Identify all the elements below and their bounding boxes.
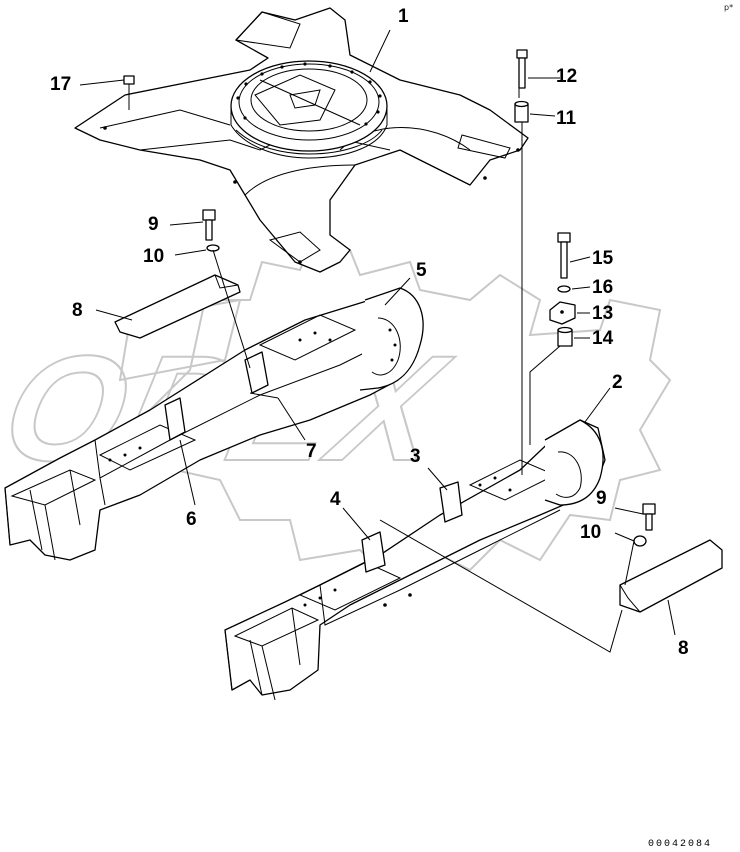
callout-6: 6 [186, 509, 197, 530]
leader-lines [79, 29, 676, 653]
plate-part-13 [549, 301, 576, 325]
bracket-part-6 [164, 397, 186, 441]
callout-7: 7 [306, 441, 317, 462]
washer-part-16 [557, 285, 571, 293]
callout-13: 13 [592, 303, 613, 324]
callout-12: 12 [556, 66, 577, 87]
callout-8-right: 8 [678, 638, 689, 659]
bolt-part-12 [516, 49, 528, 89]
callout-2: 2 [612, 372, 623, 393]
callout-15: 15 [592, 248, 614, 269]
callout-17: 17 [50, 74, 71, 95]
upper-frame-part-1 [74, 7, 529, 273]
cover-part-8-right [619, 539, 723, 613]
washer-part-10-right [633, 535, 647, 547]
callout-10-right: 10 [580, 522, 601, 543]
callout-1: 1 [398, 6, 409, 27]
corner-mark: p* [724, 3, 733, 12]
bolt-part-9-right [642, 503, 656, 531]
callout-10-left: 10 [143, 246, 164, 267]
callout-11: 11 [556, 108, 577, 129]
drawing-number: 00042084 [648, 839, 712, 850]
bracket-part-4 [361, 531, 386, 573]
bracket-part-7 [244, 351, 269, 394]
callout-14: 14 [592, 328, 614, 349]
bolt-part-9-left [202, 209, 216, 241]
spacer-part-14 [557, 326, 573, 347]
callout-5: 5 [416, 260, 427, 281]
watermark: OPEX [0, 243, 672, 582]
callout-8-left: 8 [72, 300, 83, 321]
callout-9-left: 9 [148, 214, 159, 235]
bolt-part-15 [557, 232, 571, 279]
callout-4: 4 [330, 489, 341, 510]
spacer-part-11 [514, 100, 529, 123]
callout-labels: 1 2 3 4 5 6 7 8 8 9 9 10 10 11 12 13 14 … [50, 6, 689, 659]
bracket-part-3 [439, 481, 463, 523]
callout-9-right: 9 [596, 488, 607, 509]
callout-3: 3 [410, 446, 421, 467]
right-track-frame-part-2 [224, 419, 606, 701]
callout-16: 16 [592, 277, 613, 298]
plug-part-17 [123, 75, 135, 100]
left-track-frame-part-5 [4, 287, 424, 561]
